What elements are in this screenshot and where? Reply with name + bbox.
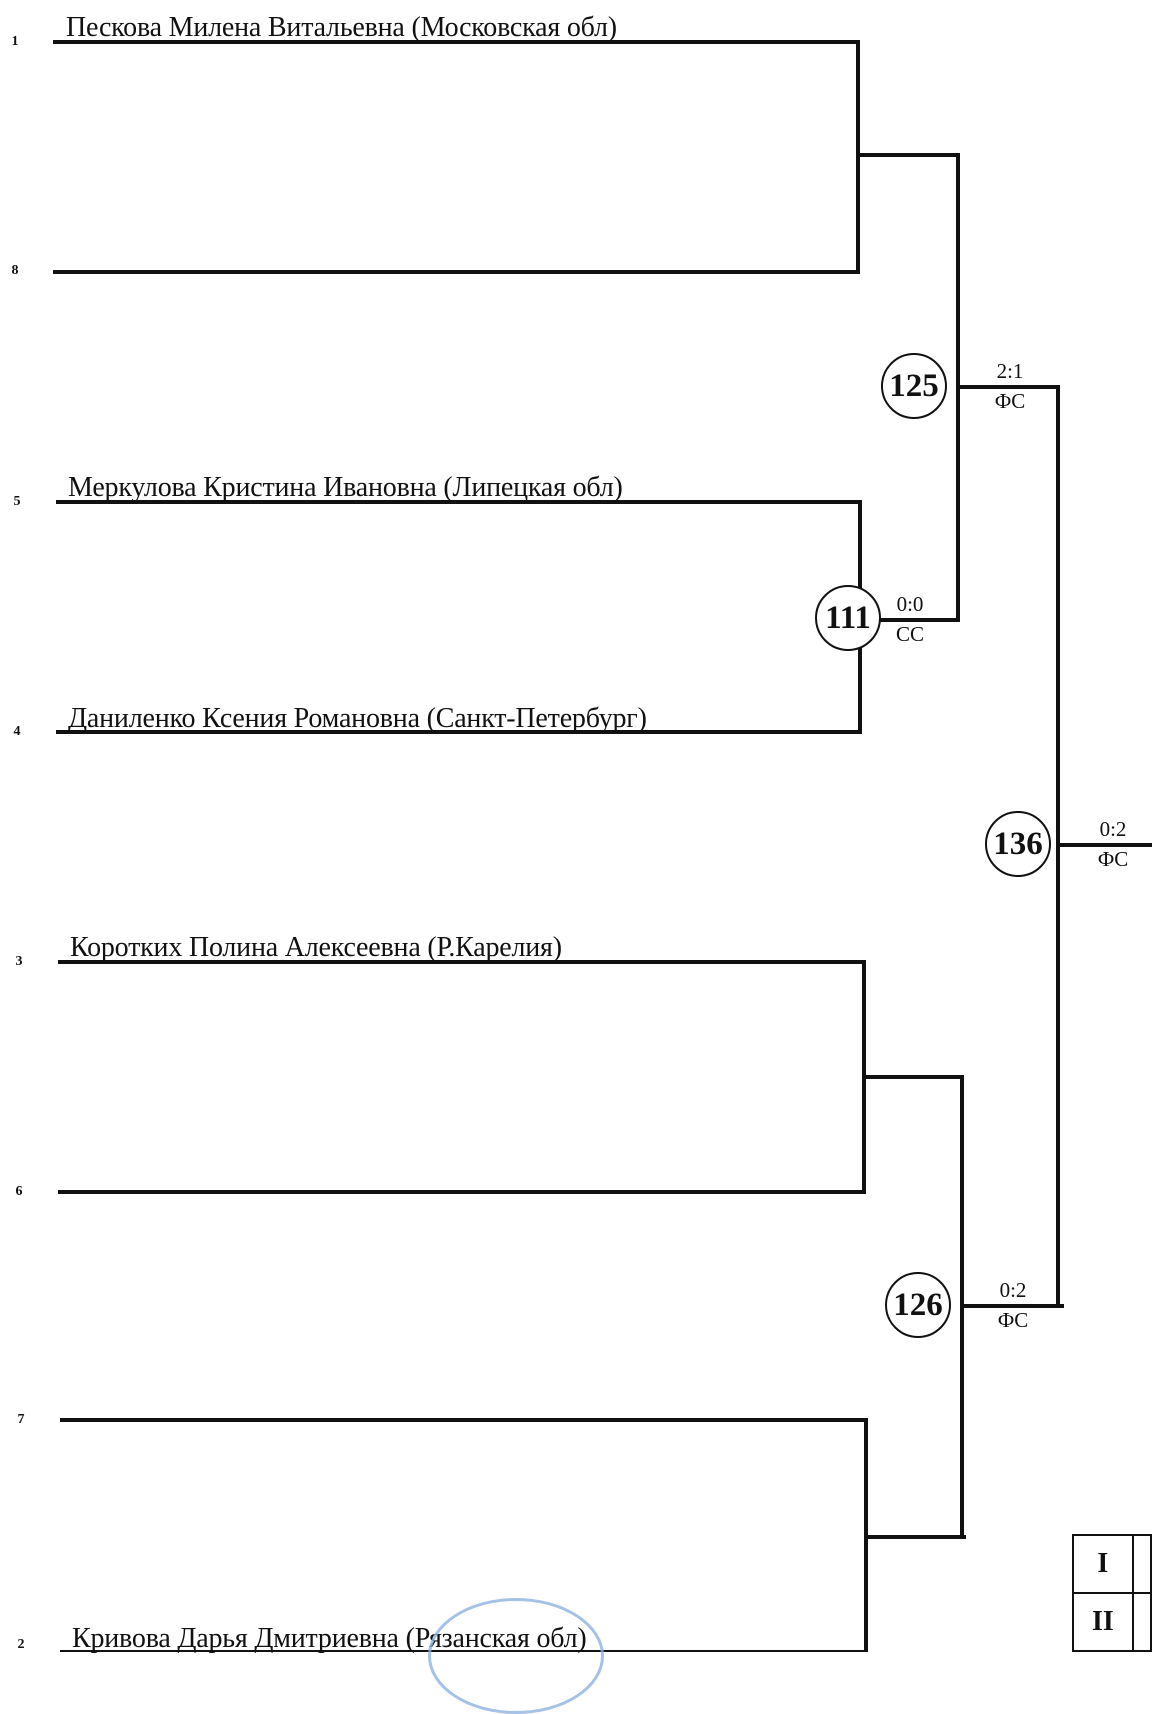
match-number-circle: 126 — [885, 1272, 951, 1338]
match-result-type: ФС — [994, 389, 1026, 413]
match-number-circle: 136 — [985, 811, 1051, 877]
seed-number: 8 — [11, 263, 19, 278]
match-score: 2:1 — [996, 359, 1024, 383]
match-score: 0:2 — [1099, 817, 1127, 841]
place-label: I — [1072, 1534, 1134, 1594]
player-name: Пескова Милена Витальевна (Московская об… — [66, 12, 617, 43]
seed-number: 7 — [17, 1412, 25, 1427]
seed-number: 4 — [13, 724, 21, 739]
seed-number: 6 — [15, 1184, 23, 1199]
match-score: 0:0 — [896, 592, 924, 616]
place-value — [1131, 1592, 1152, 1652]
seed-number: 1 — [11, 34, 19, 49]
match-result-type: ФС — [1097, 847, 1129, 871]
bracket-lines — [53, 40, 1152, 1652]
place-label: II — [1072, 1592, 1134, 1652]
match-number-circle: 125 — [881, 353, 947, 419]
match-score: 0:2 — [999, 1278, 1027, 1302]
seed-number: 5 — [13, 494, 21, 509]
match-number-circle: 111 — [815, 585, 881, 651]
player-name: Коротких Полина Алексеевна (Р.Карелия) — [70, 932, 562, 963]
match-result-type: СС — [895, 622, 924, 646]
player-name: Меркулова Кристина Ивановна (Липецкая об… — [68, 472, 623, 503]
seed-number: 3 — [15, 954, 23, 969]
placement-row: II — [1072, 1592, 1152, 1652]
seed-number: 2 — [17, 1637, 25, 1652]
official-stamp — [428, 1598, 604, 1714]
match-result-type: ФС — [997, 1308, 1029, 1332]
placement-row: I — [1072, 1534, 1152, 1594]
placement-table: I II — [1072, 1534, 1152, 1652]
player-name: Даниленко Ксения Романовна (Санкт-Петерб… — [68, 703, 647, 734]
place-value — [1131, 1534, 1152, 1594]
